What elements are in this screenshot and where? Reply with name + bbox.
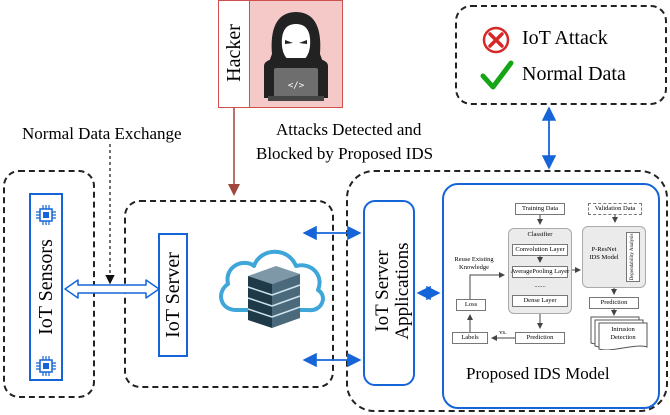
- chip-icon-top: [36, 205, 56, 225]
- cloud-server-icon: [219, 249, 325, 328]
- server-inner: [158, 233, 188, 357]
- hacker-icon: </>: [264, 12, 328, 101]
- presnet-label-line1: P-ResNet: [591, 246, 617, 253]
- reuse-label-line2: Knowledge: [459, 264, 489, 271]
- prediction-left-node: Prediction: [515, 332, 565, 344]
- validation-data-node: Validation Data: [588, 203, 642, 215]
- intrusion-label-line2: Detection: [610, 334, 636, 341]
- classifier-label: Classifier: [527, 231, 553, 238]
- hacker-screen-text: </>: [288, 81, 305, 91]
- attacks-label-line1: Attacks Detected and: [276, 120, 422, 139]
- reuse-label-line1: Reuse Existing: [454, 256, 494, 263]
- attack-cross-icon: [482, 26, 510, 54]
- training-data-node: Training Data: [515, 203, 565, 215]
- legend-attack-label: IoT Attack: [522, 27, 608, 49]
- normal-check-icon: [480, 60, 514, 90]
- chip-icon-bottom: [36, 356, 56, 376]
- labels-node: Labels: [452, 332, 488, 344]
- presnet-label-line2: IDS Model: [589, 254, 619, 261]
- legend-normal-label: Normal Data: [522, 63, 626, 85]
- dots-label: .......: [534, 282, 546, 289]
- intrusion-label-line1: Intrusion: [611, 326, 635, 333]
- document-stack-icon: [590, 316, 648, 350]
- ids-model-title: Proposed IDS Model: [466, 364, 610, 383]
- prediction-right-node: Prediction: [589, 297, 639, 309]
- sensors-box: [3, 170, 95, 398]
- attacks-label-line2: Blocked by Proposed IDS: [256, 144, 434, 163]
- dense-layer-node: Dense Layer: [512, 295, 568, 307]
- normal-exchange-label: Normal Data Exchange: [22, 124, 182, 143]
- server-box: [124, 200, 334, 388]
- dependability-box: [626, 232, 640, 282]
- apps-box: [363, 200, 415, 386]
- ids-outer-box: [346, 170, 668, 412]
- loss-node: Loss: [456, 299, 486, 311]
- vs-label: vs.: [499, 329, 507, 336]
- conv-layer-node: Convolution Layer: [512, 244, 568, 256]
- hacker-label-box: [218, 0, 250, 108]
- avgpool-layer-node: AveragePooling Layer: [511, 266, 569, 278]
- legend-box: [455, 5, 667, 105]
